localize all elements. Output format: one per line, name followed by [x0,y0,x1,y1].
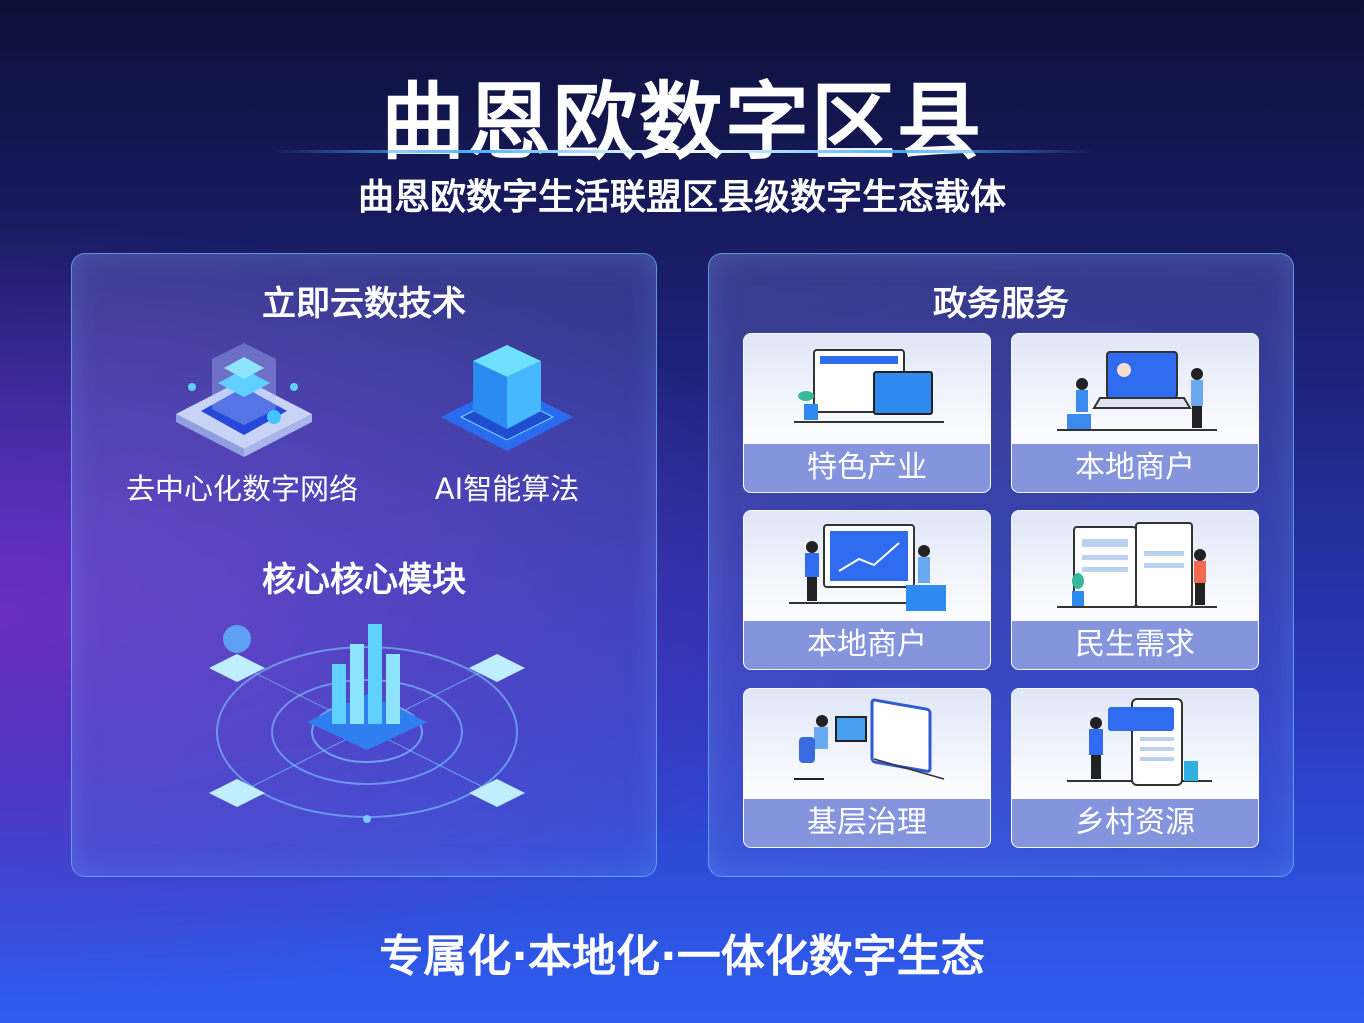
feature-label-decentralized-network: 去中心化数字网络 [125,472,358,506]
phone-person-icon [1067,698,1212,786]
service-card-label: 民生需求 [1012,621,1258,669]
chart-presentation-icon [789,524,946,611]
government-services-title: 政务服务 [933,284,1069,324]
monitors-plant-icon [794,349,944,423]
service-card-rural-resources[interactable]: 乡村资源 [1011,688,1259,848]
layered-chip-icon [176,343,312,457]
core-module-network-diagram [209,624,525,823]
documents-person-icon [1057,522,1217,608]
service-card-label: 本地商户 [744,621,990,669]
title-divider-glow [270,150,1094,153]
core-module-title: 核心核心模块 [262,560,466,600]
service-card-label: 本地商户 [1012,444,1258,492]
desk-worker-icon [794,698,945,780]
service-card-livelihood-needs[interactable]: 民生需求 [1011,510,1259,670]
service-card-featured-industry[interactable]: 特色产业 [743,333,991,493]
footer-slogan: 专属化·本地化·一体化数字生态 [379,931,985,982]
service-card-local-merchants[interactable]: 本地商户 [1011,333,1259,493]
laptop-people-icon [1057,351,1217,431]
service-card-label: 乡村资源 [1012,799,1258,847]
service-card-label: 基层治理 [744,799,990,847]
page-subtitle: 曲恩欧数字生活联盟区县级数字生态载体 [357,177,1006,218]
tech-panel: 立即云数技术 去中心化数字网络 AI智能算法 核心核心模块 [71,253,657,877]
service-card-local-merchants-2[interactable]: 本地商户 [743,510,991,670]
cube-server-icon [441,345,573,451]
tech-panel-title: 立即云数技术 [262,284,466,324]
page-title: 曲恩欧数字区县 [380,73,983,171]
service-card-label: 特色产业 [744,444,990,492]
feature-label-ai-algorithm: AI智能算法 [434,472,580,506]
service-card-grassroots-governance[interactable]: 基层治理 [743,688,991,848]
